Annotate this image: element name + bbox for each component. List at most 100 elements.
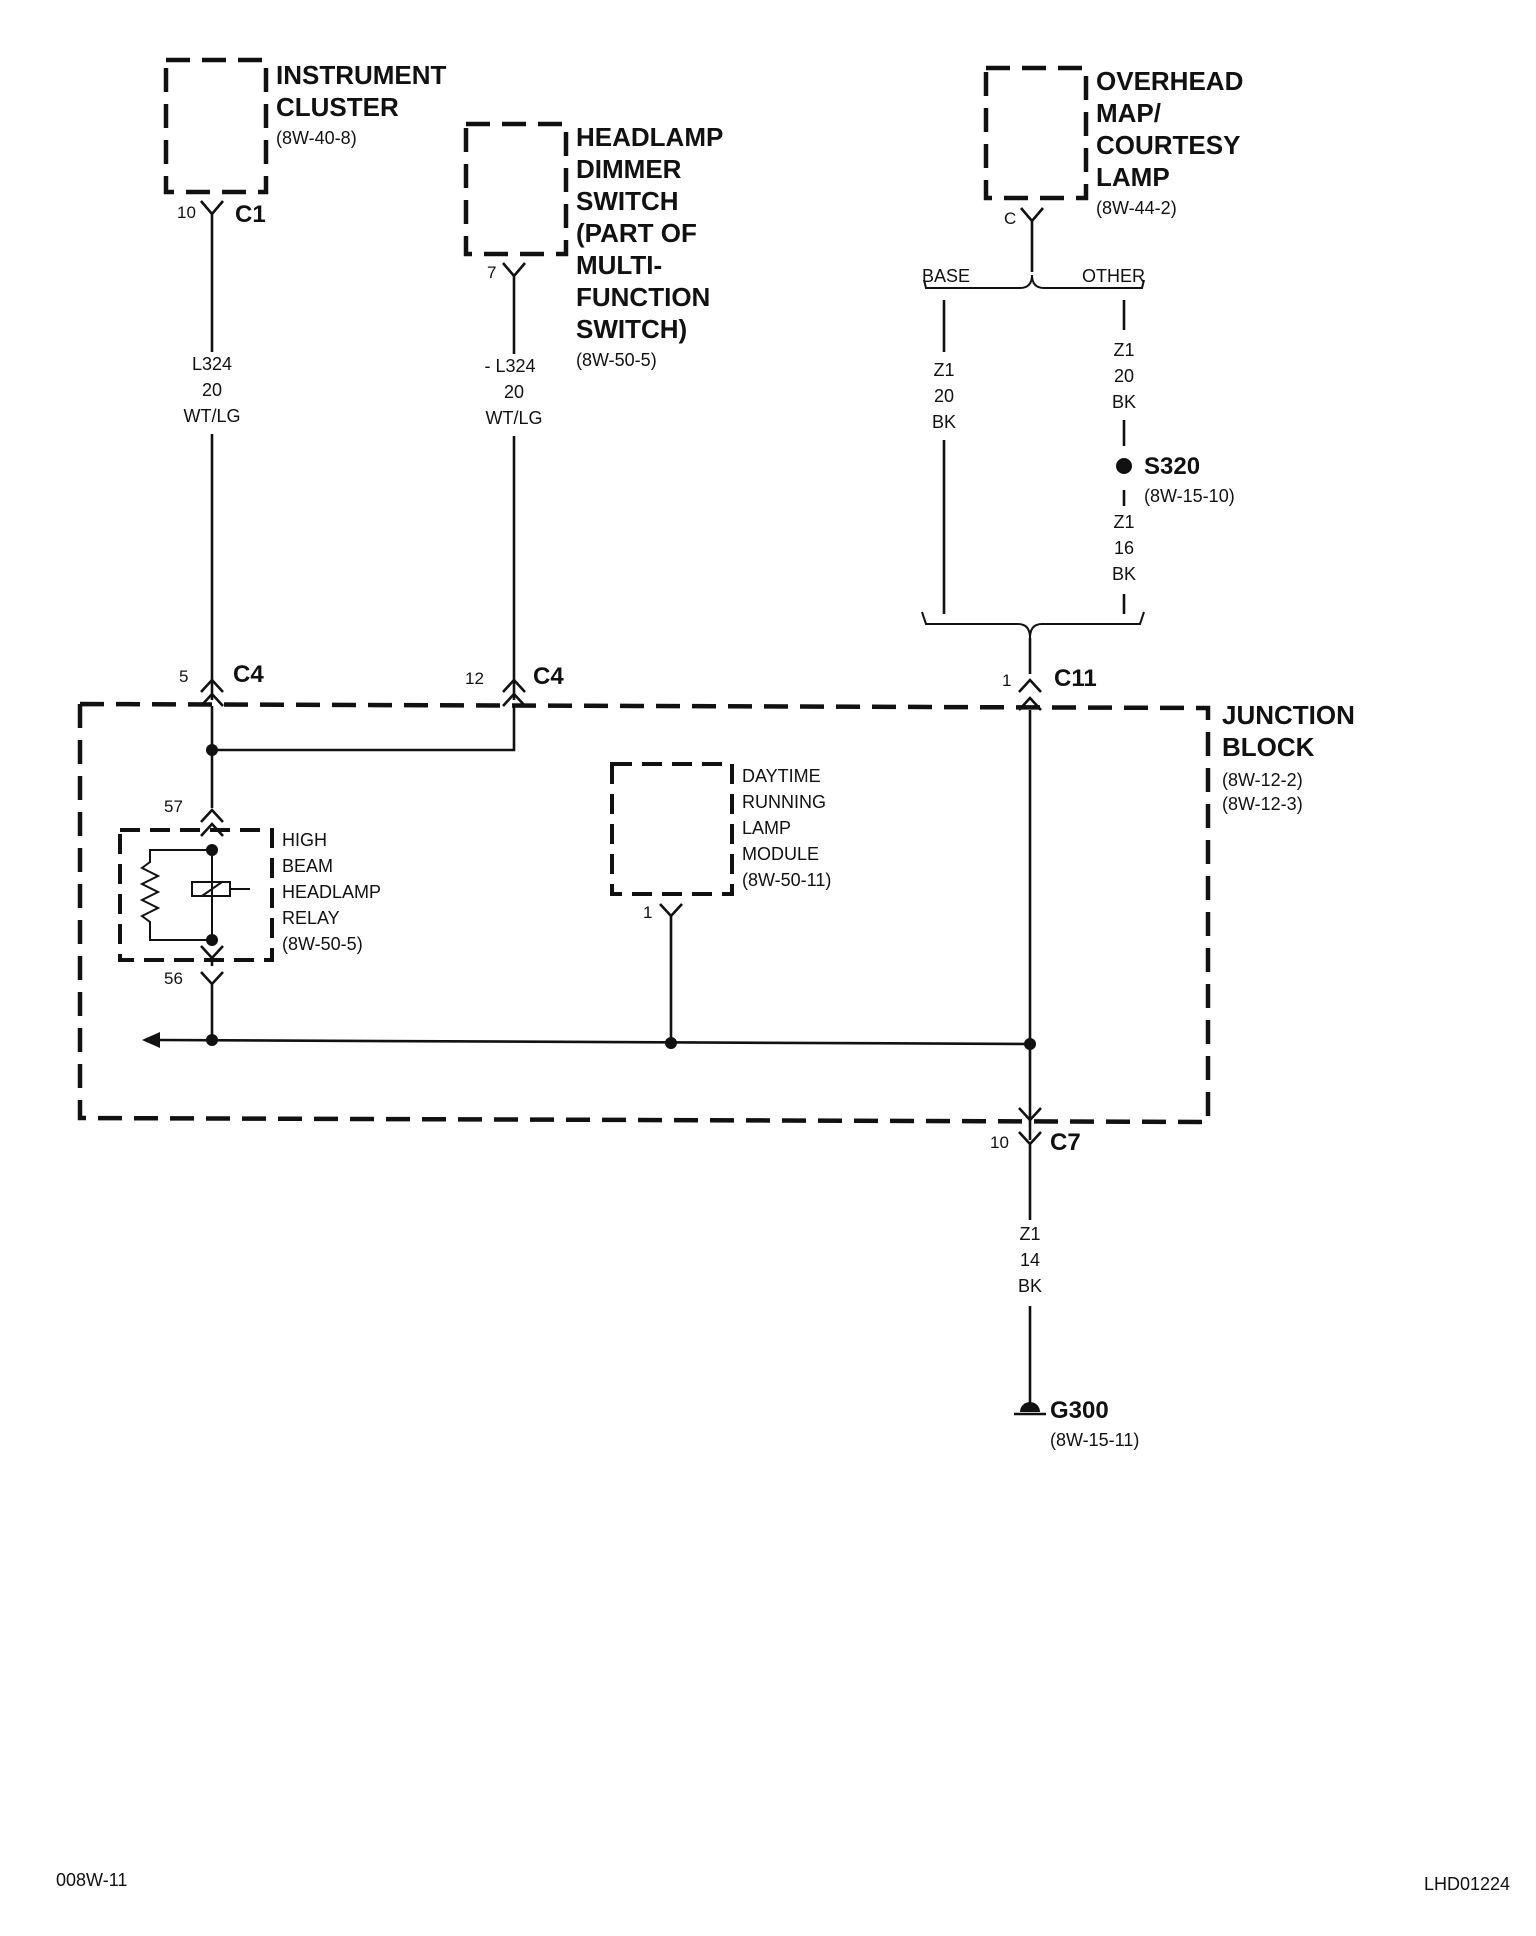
- drl-name-3: LAMP: [742, 818, 791, 838]
- junction-block-outline: [77, 701, 1211, 1125]
- connector-c1-label: C1: [235, 201, 266, 228]
- relay-ref: (8W-50-5): [282, 934, 363, 954]
- splice-s320-ref: (8W-15-10): [1144, 486, 1235, 506]
- instrument-cluster-pin: 10: [177, 203, 196, 222]
- junction-block-name-1: JUNCTION: [1222, 700, 1355, 730]
- other-wire-label-6: BK: [1112, 564, 1136, 584]
- wire1-label-2: 20: [202, 380, 222, 400]
- jb-ground-bus: [159, 1038, 1031, 1046]
- relay-pin-57: 57: [164, 797, 183, 816]
- drl-name-1: DAYTIME: [742, 766, 821, 786]
- dimmer-connector-symbol: [502, 262, 526, 286]
- wire1-label-1: L324: [192, 354, 232, 374]
- splice-s320-dot: [1116, 458, 1132, 474]
- ground-g300-label: G300: [1050, 1397, 1109, 1424]
- c4-right-symbol: [502, 678, 526, 707]
- c4-right-pin: 12: [465, 669, 484, 688]
- junction-block: JUNCTION BLOCK (8W-12-2) (8W-12-3): [77, 700, 1355, 1125]
- footer-page-code: 008W-11: [56, 1870, 127, 1890]
- other-wire-label-5: 16: [1114, 538, 1134, 558]
- relay-name-2: BEAM: [282, 856, 333, 876]
- footer-figure-code: LHD01224: [1424, 1874, 1510, 1894]
- relay-coil-diag: [201, 881, 223, 897]
- dimmer-pin: 7: [487, 263, 496, 282]
- wire1-label-3: WT/LG: [184, 406, 241, 426]
- overhead-name-1: OVERHEAD: [1096, 66, 1243, 96]
- dimmer-name-6: FUNCTION: [576, 282, 710, 312]
- drl-pin: 1: [643, 903, 652, 922]
- instrument-cluster-name-1: INSTRUMENT: [276, 60, 447, 90]
- dimmer-name-1: HEADLAMP: [576, 122, 723, 152]
- dimmer-ref: (8W-50-5): [576, 350, 657, 370]
- connector-c1-symbol: [200, 200, 224, 224]
- bus-node-drl: [665, 1037, 677, 1049]
- headlamp-dimmer-switch: HEADLAMP DIMMER SWITCH (PART OF MULTI- F…: [463, 121, 723, 370]
- overhead-connector-symbol: [1020, 207, 1044, 272]
- headlamp-dimmer-box: [463, 121, 569, 257]
- drl-name-2: RUNNING: [742, 792, 826, 812]
- wire2-label-3: WT/LG: [486, 408, 543, 428]
- ground-g300: G300 (8W-15-11): [1014, 1397, 1139, 1450]
- c4-left-symbol: [200, 678, 224, 707]
- c4-right-label: C4: [533, 663, 564, 690]
- base-other-join: [921, 611, 1145, 639]
- relay-pin-56: 56: [164, 969, 183, 988]
- dimmer-name-7: SWITCH): [576, 314, 687, 344]
- overhead-name-3: COURTESY: [1096, 130, 1240, 160]
- junction-block-name-2: BLOCK: [1222, 732, 1315, 762]
- ground-wire-label-1: Z1: [1019, 1224, 1040, 1244]
- splice-s320-label: S320: [1144, 453, 1200, 480]
- overhead-lamp-box: [983, 65, 1089, 201]
- overhead-name-4: LAMP: [1096, 162, 1170, 192]
- overhead-pin: C: [1004, 209, 1016, 228]
- base-label: BASE: [922, 266, 970, 286]
- drl-module-box: [610, 762, 734, 896]
- bus-node-c11: [1024, 1038, 1036, 1050]
- drl-ref: (8W-50-11): [742, 870, 831, 890]
- ground-g300-ref: (8W-15-11): [1050, 1430, 1139, 1450]
- other-label: OTHER: [1082, 266, 1145, 286]
- relay-pin57-symbol: [200, 808, 224, 837]
- ground-wire-label-2: 14: [1020, 1250, 1040, 1270]
- instrument-cluster-ref: (8W-40-8): [276, 128, 357, 148]
- base-wire-label-3: BK: [932, 412, 956, 432]
- high-beam-headlamp-relay: 57 HIGH BEAM HEADLAMP RELAY (8W-50-5) 56: [118, 797, 381, 1040]
- relay-box: [118, 828, 274, 962]
- drl-name-4: MODULE: [742, 844, 819, 864]
- relay-pin56-symbol: [200, 971, 224, 1040]
- instrument-cluster-name-2: CLUSTER: [276, 92, 399, 122]
- wire2-label-1: - L324: [484, 356, 535, 376]
- instrument-cluster: INSTRUMENT CLUSTER (8W-40-8) 10 C1: [163, 57, 447, 228]
- overhead-ref: (8W-44-2): [1096, 198, 1177, 218]
- overhead-lamp: OVERHEAD MAP/ COURTESY LAMP (8W-44-2) C: [983, 65, 1243, 272]
- dimmer-name-4: (PART OF: [576, 218, 697, 248]
- c4-left-pin: 5: [179, 667, 188, 686]
- base-wire-label-2: 20: [934, 386, 954, 406]
- bus-arrow: [142, 1032, 160, 1048]
- drl-connector-symbol: [659, 903, 683, 1044]
- junction-block-ref-1: (8W-12-2): [1222, 770, 1303, 790]
- dimmer-name-3: SWITCH: [576, 186, 679, 216]
- other-wire-label-3: BK: [1112, 392, 1136, 412]
- c11-label: C11: [1054, 665, 1097, 692]
- jb-wire-to-c4-right: [212, 706, 516, 752]
- c7-arrow-inner: [1018, 1107, 1042, 1122]
- relay-resistor: [139, 849, 212, 941]
- other-wire-label-2: 20: [1114, 366, 1134, 386]
- instrument-cluster-box: [163, 57, 269, 195]
- other-wire-label-1: Z1: [1113, 340, 1134, 360]
- relay-name-1: HIGH: [282, 830, 327, 850]
- c11-pin: 1: [1002, 671, 1011, 690]
- c7-symbol: [1018, 1131, 1042, 1220]
- c7-pin: 10: [990, 1133, 1009, 1152]
- wire2-label-2: 20: [504, 382, 524, 402]
- c7-label: C7: [1050, 1129, 1081, 1156]
- base-other-branch: [923, 274, 1145, 289]
- junction-block-ref-2: (8W-12-3): [1222, 794, 1303, 814]
- daytime-running-lamp-module: DAYTIME RUNNING LAMP MODULE (8W-50-11) 1: [610, 762, 831, 1044]
- dimmer-name-5: MULTI-: [576, 250, 662, 280]
- bus-node-relay: [206, 1034, 218, 1046]
- overhead-name-2: MAP/: [1096, 98, 1161, 128]
- relay-name-4: RELAY: [282, 908, 340, 928]
